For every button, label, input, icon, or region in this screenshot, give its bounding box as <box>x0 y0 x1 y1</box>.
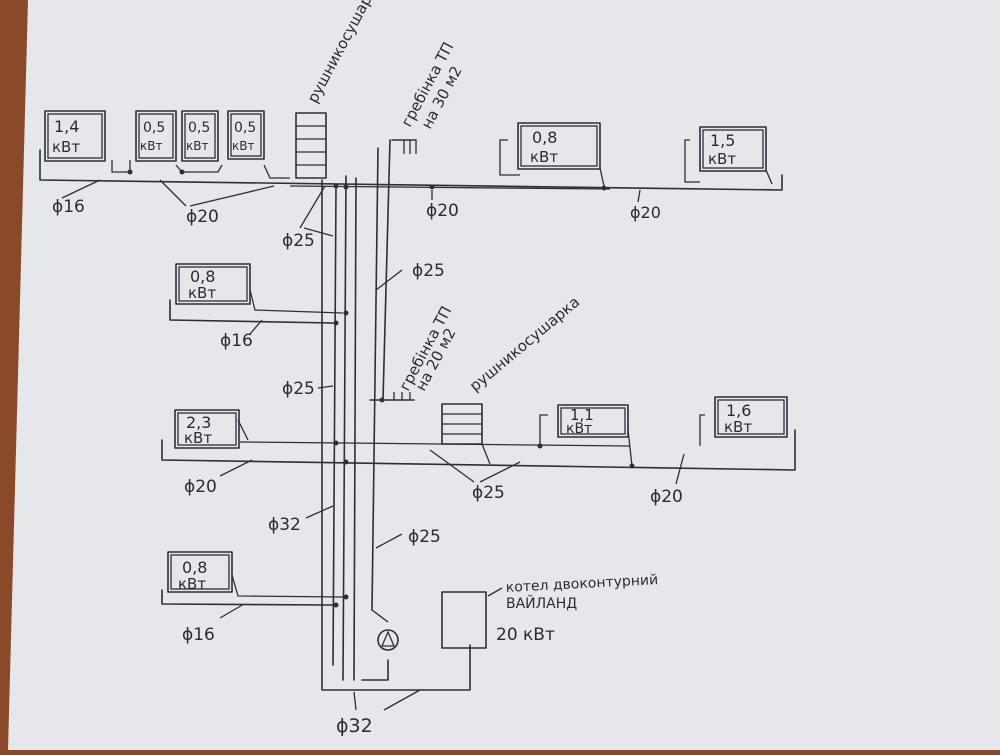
pipe-label-1: ϕ16 <box>52 197 85 217</box>
pipe-label-5: ϕ20 <box>630 203 661 222</box>
top-connections <box>111 139 773 187</box>
radiator-3: 0,5 кВт <box>181 110 219 162</box>
top-floor-lines <box>39 149 783 191</box>
pump-icon <box>377 629 399 651</box>
radiator-3-power: 0,5 <box>188 120 210 136</box>
radiator-2-unit: кВт <box>140 139 162 153</box>
pipe-label-11: ϕ20 <box>650 487 683 507</box>
radiator-7-power: 0,8 <box>190 267 215 286</box>
radiator-2-power: 0,5 <box>143 120 165 136</box>
paper-sheet <box>8 0 1000 750</box>
radiator-1-unit: кВт <box>52 138 80 156</box>
radiator-9-power: 1,1 <box>570 406 594 424</box>
radiator-4-power: 0,5 <box>234 120 256 136</box>
radiator-2: 0,5 кВт <box>135 110 177 162</box>
radiator-8-power: 2,3 <box>186 413 211 432</box>
pipe-label-15: ϕ32 <box>336 715 373 737</box>
radiator-11-power: 0,8 <box>182 558 207 577</box>
pipe-label-14: ϕ16 <box>182 625 215 645</box>
radiator-11: 0,8 кВт <box>167 551 233 593</box>
pipe-label-7: ϕ16 <box>220 331 253 351</box>
boiler-line2: ВАЙЛАНД <box>506 594 577 612</box>
radiator-10-power: 1,6 <box>726 401 751 420</box>
radiator-7: 0,8 кВт <box>175 263 251 305</box>
radiator-5-power: 0,8 <box>532 128 557 147</box>
floor2-line <box>169 299 334 324</box>
radiator-8: 2,3 кВт <box>174 409 240 449</box>
pipe-label-13: ϕ25 <box>408 527 441 547</box>
radiator-5-unit: кВт <box>530 148 558 166</box>
radiator-5: 0,8 кВт <box>517 122 601 170</box>
radiator-6: 1,5 кВт <box>699 126 767 172</box>
radiator-1-power: 1,4 <box>54 117 79 136</box>
floor2-line-b <box>249 289 344 314</box>
radiator-1: 1,4 кВт <box>44 110 106 162</box>
radiator-4-unit: кВт <box>232 139 254 153</box>
radiator-4: 0,5 кВт <box>227 110 265 160</box>
pipe-label-10: ϕ25 <box>472 483 505 503</box>
radiator-10: 1,6 кВт <box>714 396 788 438</box>
radiator-8-unit: кВт <box>184 429 212 447</box>
pipe-label-2: ϕ20 <box>186 207 219 227</box>
radiator-9-unit: кВт <box>566 421 592 437</box>
radiator-7-unit: кВт <box>188 284 216 302</box>
pipe-label-6: ϕ25 <box>412 261 445 281</box>
radiator-3-unit: кВт <box>186 139 208 153</box>
radiator-11-unit: кВт <box>178 575 206 593</box>
radiator-9: 1,1 кВт <box>557 404 629 438</box>
pipe-label-4: ϕ20 <box>426 201 459 221</box>
boiler-line1: котел двоконтурний <box>505 572 658 596</box>
pipe-label-9: ϕ20 <box>184 477 217 497</box>
radiator-6-unit: кВт <box>708 150 736 168</box>
junction-dots <box>127 169 635 608</box>
middle-connections <box>237 414 705 467</box>
middle-floor-lines <box>161 429 796 471</box>
floor1-line-b <box>231 574 344 598</box>
radiator-10-unit: кВт <box>724 418 752 436</box>
floor1-line <box>161 589 334 606</box>
pipe-labels: ϕ16 ϕ20 ϕ25 ϕ20 ϕ20 ϕ25 ϕ16 ϕ25 ϕ20 ϕ25 … <box>52 179 685 737</box>
risers <box>321 139 471 691</box>
pipe-label-3: ϕ25 <box>282 231 315 251</box>
pipe-label-12: ϕ32 <box>268 515 301 535</box>
pipe-label-8: ϕ25 <box>282 379 315 399</box>
boiler-line3: 20 кВт <box>496 625 555 645</box>
radiator-6-power: 1,5 <box>710 131 735 150</box>
boiler: котел двоконтурний ВАЙЛАНД 20 кВт <box>441 572 659 649</box>
